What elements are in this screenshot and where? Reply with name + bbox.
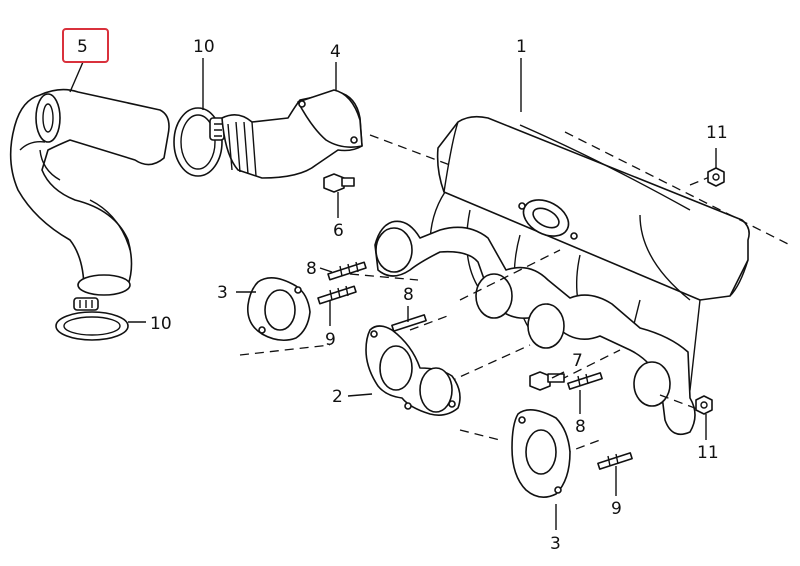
hose-clamp-lower bbox=[55, 297, 129, 341]
label-part-4: 4 bbox=[330, 42, 341, 62]
label-part-3b: 3 bbox=[550, 534, 561, 554]
manifold-flange bbox=[374, 220, 696, 436]
stud-8-lower bbox=[567, 372, 603, 390]
label-part-8b: 8 bbox=[403, 285, 414, 305]
alignment-lines bbox=[239, 131, 791, 471]
part-labels: 5 10 4 1 11 6 8 3 8 10 9 7 2 8 11 9 3 bbox=[77, 37, 728, 554]
nut-lower bbox=[695, 395, 713, 415]
label-part-9a: 9 bbox=[325, 330, 336, 350]
hose bbox=[9, 88, 170, 296]
label-part-10a: 10 bbox=[193, 37, 215, 57]
label-part-1: 1 bbox=[516, 37, 527, 57]
bolt-part-6 bbox=[323, 173, 355, 193]
label-part-3a: 3 bbox=[217, 283, 228, 303]
label-part-9b: 9 bbox=[611, 499, 622, 519]
stud-8-upper bbox=[327, 261, 367, 281]
nut-upper bbox=[707, 167, 725, 187]
label-part-11a: 11 bbox=[706, 123, 728, 143]
label-part-8c: 8 bbox=[575, 417, 586, 437]
leader-lines bbox=[69, 58, 717, 530]
label-part-2: 2 bbox=[332, 387, 343, 407]
stud-8-middle bbox=[391, 314, 427, 332]
flanged-pipe bbox=[221, 89, 363, 179]
gasket-part-3-upper bbox=[246, 277, 311, 342]
highlight-box-part-5 bbox=[62, 28, 109, 63]
label-part-11b: 11 bbox=[697, 443, 719, 463]
gasket-part-2 bbox=[365, 325, 461, 416]
label-part-7: 7 bbox=[572, 351, 583, 371]
label-part-10b: 10 bbox=[150, 314, 172, 334]
stud-9-lower bbox=[597, 452, 633, 470]
bolt-part-7 bbox=[529, 371, 565, 391]
stud-9-upper bbox=[317, 285, 357, 305]
label-part-8a: 8 bbox=[306, 259, 317, 279]
manifold-heat-shield bbox=[436, 115, 750, 301]
label-part-6: 6 bbox=[333, 221, 344, 241]
gasket-part-3-lower bbox=[511, 409, 571, 498]
label-part-5: 5 bbox=[77, 37, 88, 57]
hose-clamp-upper bbox=[173, 107, 225, 177]
